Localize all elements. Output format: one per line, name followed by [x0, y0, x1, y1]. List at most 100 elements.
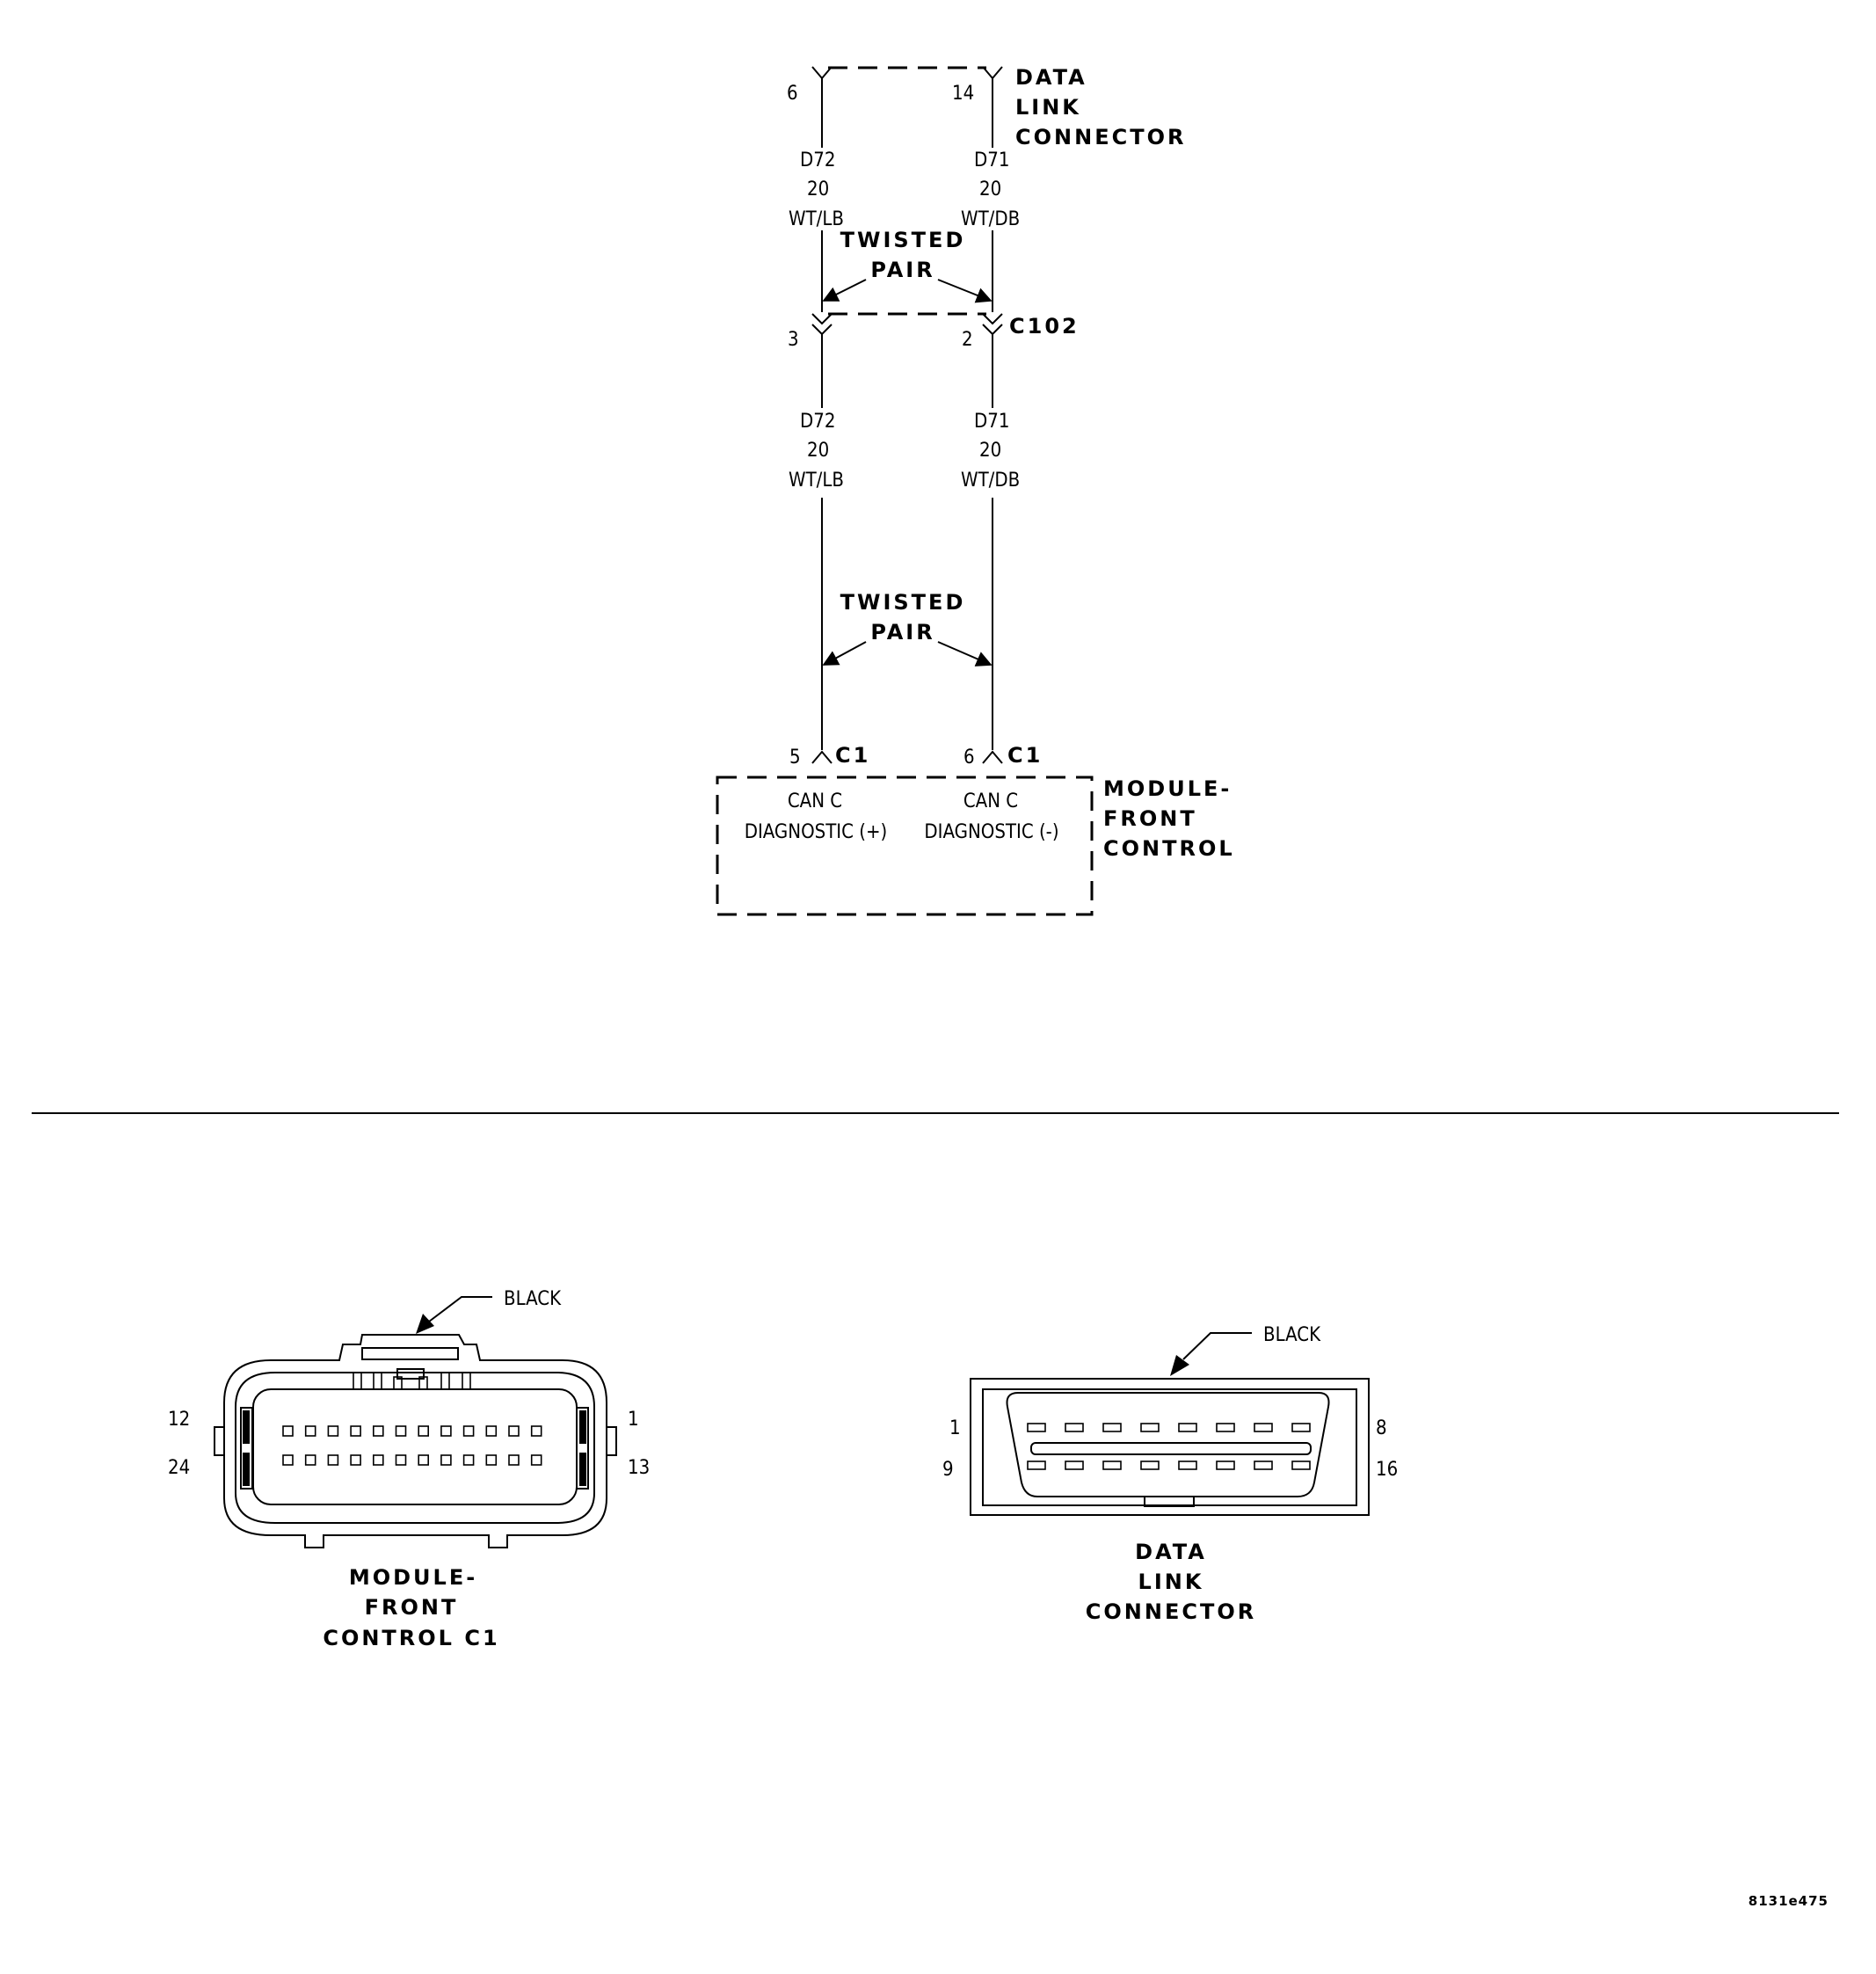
c1-pin-cavity: [282, 1425, 294, 1437]
module-c1-latch: [353, 1347, 471, 1390]
module-right-func-2: DIAGNOSTIC (-): [924, 821, 1058, 843]
twisted-pair-lower: TWISTED PAIR: [822, 590, 993, 666]
upper-right-gauge: 20: [979, 178, 1001, 200]
module-front-control-box: CAN C DIAGNOSTIC (+) CAN C DIAGNOSTIC (-…: [716, 776, 1235, 916]
c1-pin-cavity: [350, 1425, 361, 1437]
c1-pin-cavity: [350, 1454, 361, 1466]
dlc-connector-view: BLACK 1 9 8 16 DATA LINK CONNECTOR: [942, 1324, 1398, 1624]
schematic: 6 14 DATA LINK CONNECTOR D72 20 WT/LB D7…: [716, 65, 1235, 916]
module-c1-pin-12: 12: [168, 1409, 190, 1431]
dlc-caption-3: CONNECTOR: [1086, 1599, 1256, 1624]
c1-pin-cavity: [372, 1454, 384, 1466]
twisted-pair-upper-arrow-right: [937, 279, 993, 303]
dlc-pin-cavities: [1027, 1423, 1311, 1470]
dlc-pin-cavity: [1065, 1423, 1084, 1432]
module-left-func-1: CAN C: [788, 790, 842, 812]
c102-pin-left: 3: [788, 329, 799, 351]
c102-label: C102: [1009, 314, 1080, 339]
module-right-func-1: CAN C: [963, 790, 1018, 812]
dlc-pin-1: 1: [949, 1417, 961, 1439]
module-c1-inner-shell: [235, 1372, 595, 1524]
upper-left-circuit: D72: [800, 149, 835, 171]
upper-left-gauge: 20: [807, 178, 829, 200]
module-c1-pin-1: 1: [628, 1409, 639, 1431]
c1-pin-cavity: [395, 1454, 407, 1466]
dlc-pin-cavity: [1291, 1460, 1311, 1470]
dlc-pin-cavity: [1065, 1460, 1084, 1470]
module-c1-color-label: BLACK: [504, 1288, 562, 1310]
c1-pin-cavity: [508, 1454, 520, 1466]
dlc-pin-cavity: [1027, 1460, 1046, 1470]
figure-id: 8131e475: [1749, 1893, 1829, 1909]
c1-pin-cavity: [485, 1454, 498, 1466]
dlc-connector-symbol: 6 14 DATA LINK CONNECTOR: [787, 65, 1186, 149]
c1-pin-cavity: [485, 1425, 498, 1437]
dlc-pin-cavity: [1178, 1460, 1197, 1470]
twisted-pair-lower-arrow-left: [822, 641, 867, 666]
c1-pin-cavity: [440, 1454, 452, 1466]
c1-pin-cavity: [304, 1425, 316, 1437]
c1-pin-cavity: [395, 1425, 407, 1437]
dlc-title-1: DATA: [1015, 65, 1087, 90]
c1-pin-cavity: [440, 1425, 452, 1437]
dlc-pin-cavity: [1216, 1423, 1235, 1432]
upper-right-circuit: D71: [974, 149, 1009, 171]
c1-pin-cavity: [530, 1454, 542, 1466]
dlc-title-3: CONNECTOR: [1015, 125, 1186, 149]
upper-wire-labels: D72 20 WT/LB D71 20 WT/DB: [789, 149, 1020, 230]
dlc-caption-1: DATA: [1135, 1540, 1207, 1564]
module-c1-terminals: 5 C1 6 C1: [789, 743, 1043, 768]
twisted-pair-lower-line1: TWISTED: [840, 590, 966, 615]
twisted-pair-upper-line1: TWISTED: [840, 228, 966, 252]
c1-pin-cavity: [418, 1425, 430, 1437]
module-c1-caption-1: MODULE-: [349, 1565, 477, 1590]
dlc-color-label: BLACK: [1263, 1324, 1321, 1346]
lower-left-gauge: 20: [807, 440, 829, 462]
dlc-pin-cavity: [1291, 1423, 1311, 1432]
c1-pin-cavity: [462, 1425, 475, 1437]
upper-left-color: WT/LB: [789, 208, 844, 230]
twisted-pair-lower-arrow-right: [937, 641, 993, 666]
dlc-trapezoid-body: [1006, 1392, 1330, 1497]
dlc-pin-cavity: [1254, 1460, 1273, 1470]
dlc-inner-shell: [982, 1388, 1357, 1506]
dlc-pin-left: 6: [787, 83, 798, 105]
dlc-pin-8: 8: [1376, 1417, 1387, 1439]
module-c1-pin-cavities: [282, 1425, 542, 1466]
module-title-1: MODULE-: [1103, 776, 1232, 801]
module-pin-left: 5: [789, 747, 801, 768]
module-c1-caption-2: FRONT: [365, 1595, 459, 1620]
dlc-pin-cavity: [1216, 1460, 1235, 1470]
dlc-pin-cavity: [1102, 1460, 1122, 1470]
module-c1-outer-shell: [223, 1334, 607, 1548]
lower-right-circuit: D71: [974, 411, 1009, 433]
twisted-pair-upper: TWISTED PAIR: [822, 228, 993, 303]
lower-left-color: WT/LB: [789, 470, 844, 492]
c102-pin-right: 2: [962, 329, 973, 351]
c1-pin-cavity: [327, 1425, 339, 1437]
dlc-pin-cavity: [1102, 1423, 1122, 1432]
dlc-pin-9: 9: [942, 1459, 954, 1481]
dlc-pin-cavity: [1254, 1423, 1273, 1432]
twisted-pair-lower-line2: PAIR: [870, 620, 934, 645]
c1-pin-cavity: [418, 1454, 430, 1466]
c1-pin-cavity: [327, 1454, 339, 1466]
dlc-caption-2: LINK: [1138, 1570, 1204, 1594]
module-conn-right: C1: [1007, 743, 1043, 768]
twisted-pair-upper-line2: PAIR: [870, 258, 934, 282]
module-c1-caption-3: CONTROL C1: [323, 1626, 499, 1650]
module-c1-body: [252, 1388, 578, 1505]
lower-wire-labels: D72 20 WT/LB D71 20 WT/DB: [789, 411, 1020, 492]
dlc-outer-shell: [970, 1378, 1370, 1516]
lower-left-circuit: D72: [800, 411, 835, 433]
c102-connector-symbol: 3 2 C102: [788, 312, 1080, 351]
dlc-pin-cavity: [1140, 1423, 1160, 1432]
twisted-pair-upper-arrow-left: [822, 279, 867, 302]
module-c1-pin-13: 13: [628, 1457, 650, 1479]
module-title-3: CONTROL: [1103, 836, 1235, 861]
module-pin-right: 6: [963, 747, 975, 768]
lower-right-gauge: 20: [979, 440, 1001, 462]
lower-right-color: WT/DB: [961, 470, 1020, 492]
dlc-center-key: [1030, 1442, 1312, 1455]
dlc-pin-cavity: [1178, 1423, 1197, 1432]
